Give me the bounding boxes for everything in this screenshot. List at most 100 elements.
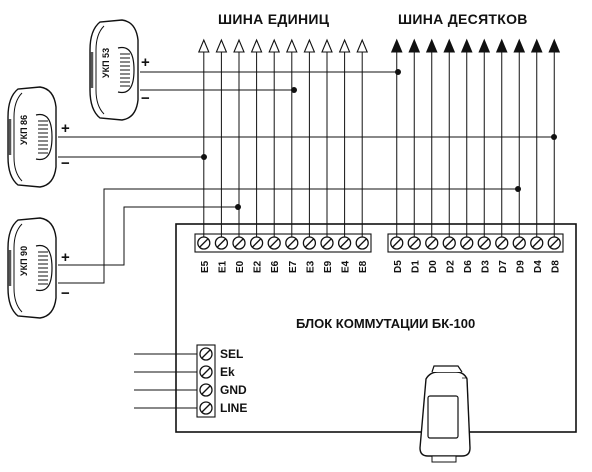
junction-dot: [551, 134, 557, 140]
filled-triangle-icon: [513, 38, 526, 53]
tens-pin-label: D6: [463, 260, 474, 273]
units-terminal-7: [320, 236, 334, 250]
tens-terminal-8: [530, 236, 544, 250]
bus-units-title: ШИНА ЕДИНИЦ: [218, 11, 330, 27]
ukp90-plus-label: +: [61, 249, 70, 266]
units-pin-label: E7: [288, 260, 299, 273]
units-terminal-9: [355, 236, 369, 250]
side-pin-label: SEL: [220, 347, 243, 361]
tens-pin-label: D5: [393, 260, 404, 273]
filled-triangle-icon: [408, 38, 421, 53]
wire-ukp90-minus: [58, 188, 518, 284]
tens-terminal-strip: D5 D1 D0 D2 D6 D3 D7 D9 D4 D8: [387, 233, 564, 273]
ukp86-plus-label: +: [61, 120, 70, 137]
filled-triangle-icon: [460, 38, 473, 53]
junction-dot: [291, 87, 297, 93]
units-pin-label: E6: [270, 260, 281, 273]
units-terminal-6: [302, 236, 317, 250]
ukp53-minus-label: −: [141, 90, 150, 107]
hollow-triangle-icon: [268, 38, 281, 53]
filled-triangle-icon: [548, 38, 561, 53]
tens-pin-label: D3: [480, 260, 491, 273]
units-pin-label: E9: [323, 260, 334, 273]
units-pin-label: E5: [200, 260, 211, 273]
filled-triangle-icon: [443, 38, 456, 53]
filled-triangle-icon: [390, 38, 403, 53]
tens-terminal-7: [512, 236, 526, 250]
units-terminal-2: [232, 236, 246, 250]
tens-pin-label: D1: [410, 260, 421, 273]
units-pin-label: E1: [217, 260, 228, 273]
tens-terminal-4: [460, 236, 474, 250]
side-input-lines: [134, 353, 197, 409]
junction-dot: [235, 204, 241, 210]
units-terminal-strip: E5 E1 E0 E2 E6 E7 E3 E9 E4 E8: [194, 233, 372, 273]
handset-devices: УКП 53 УКП 86 УКП 90: [7, 19, 139, 319]
tens-pin-label: D9: [515, 260, 526, 273]
tens-terminal-9: [547, 236, 561, 250]
hollow-triangle-icon: [338, 38, 351, 53]
tens-terminal-3: [442, 236, 456, 250]
tens-terminal-2: [425, 236, 439, 250]
units-terminal-3: [249, 236, 264, 250]
device-label: УКП 86: [19, 115, 29, 145]
side-terminal-2: [199, 383, 213, 397]
side-pin-label: LINE: [220, 401, 247, 415]
tens-pin-label: D7: [498, 260, 509, 273]
units-pin-label: E3: [305, 260, 316, 273]
units-terminal-8: [337, 236, 352, 250]
side-pin-label: Ek: [220, 365, 235, 379]
tens-pin-label: D0: [428, 260, 439, 273]
hollow-triangle-icon: [285, 38, 298, 53]
hollow-triangle-icon: [321, 38, 333, 53]
device-label: УКП 53: [101, 48, 111, 78]
junction-dot: [395, 69, 401, 75]
tens-terminal-5: [477, 236, 491, 250]
filled-triangle-icon: [478, 38, 491, 53]
junction-dot: [201, 154, 207, 160]
junction-dot: [515, 186, 521, 192]
tens-terminal-6: [495, 236, 509, 250]
ukp53-plus-label: +: [141, 54, 150, 71]
tens-pin-label: D4: [533, 260, 544, 273]
filled-triangle-icon: [495, 38, 508, 53]
side-terminal-0: [199, 347, 213, 361]
bus-tens-title: ШИНА ДЕСЯТКОВ: [398, 11, 528, 27]
hollow-triangle-icon: [215, 38, 228, 53]
units-pin-label: E8: [358, 260, 369, 273]
hollow-triangle-icon: [197, 38, 210, 53]
units-pin-label: E0: [235, 260, 246, 273]
units-pin-label: E4: [341, 260, 352, 273]
wire-ukp90-plus: [58, 206, 238, 266]
side-terminal-1: [199, 365, 213, 379]
bus-wires: [197, 38, 561, 237]
filled-triangle-icon: [425, 38, 438, 53]
units-terminal-0: [197, 236, 211, 250]
units-terminal-5: [285, 236, 299, 250]
hollow-triangle-icon: [250, 38, 263, 53]
polarity-labels: + − + − + −: [61, 54, 150, 302]
units-terminal-4: [267, 236, 281, 250]
side-pin-label: GND: [220, 383, 247, 397]
hollow-triangle-icon: [233, 38, 245, 53]
switch-block: [175, 223, 577, 433]
units-pin-label: E2: [253, 260, 264, 273]
handset-icon: УКП 53: [89, 19, 139, 121]
ukp86-minus-label: −: [61, 155, 70, 172]
filled-triangle-icon: [530, 38, 543, 53]
hollow-triangle-icon: [356, 38, 369, 53]
hollow-triangle-icon: [303, 38, 316, 53]
handset-icon: УКП 90: [7, 217, 57, 319]
tens-pin-label: D2: [445, 260, 456, 273]
device-wires: [58, 69, 557, 284]
block-title: БЛОК КОММУТАЦИИ БК-100: [296, 316, 475, 331]
units-terminal-1: [214, 236, 229, 250]
handset-icon: УКП 86: [7, 86, 57, 188]
device-label: УКП 90: [19, 246, 29, 276]
tens-pin-label: D8: [550, 260, 561, 273]
tens-terminal-0: [390, 236, 404, 250]
side-terminal-3: [199, 401, 213, 415]
power-adapter-icon: [419, 365, 471, 463]
